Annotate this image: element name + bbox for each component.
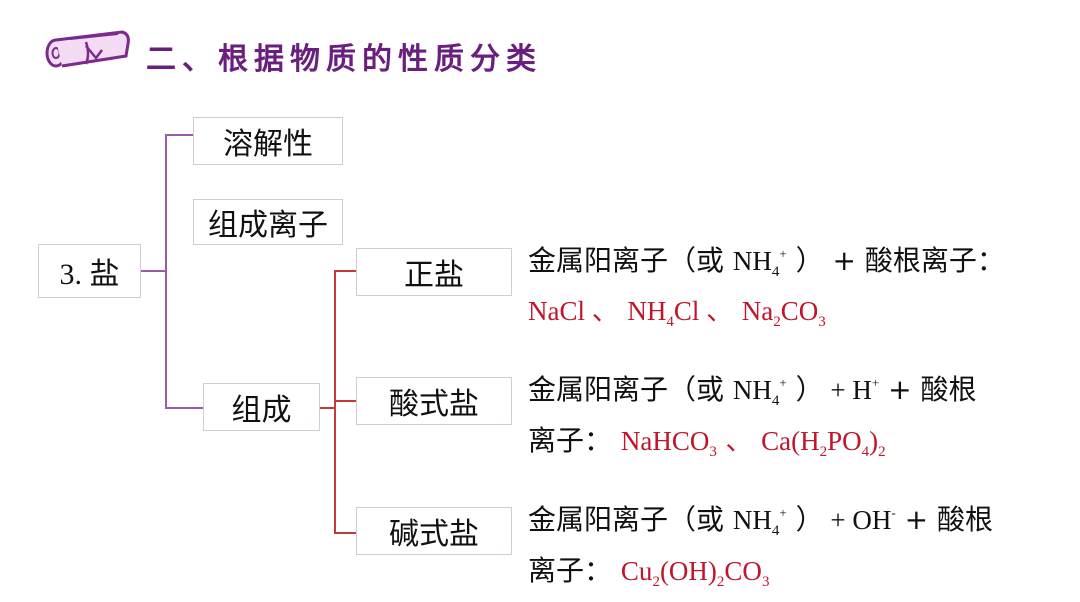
node-basic-salt: 碱式盐 (356, 507, 512, 555)
node-composition-ions: 组成离子 (193, 199, 343, 245)
types-vertical-connector (334, 270, 336, 534)
node-normal-salt: 正盐 (356, 248, 512, 296)
page-title: 二、根据物质的性质分类 (146, 42, 542, 77)
acid-salt-examples: 离子： NaHCO3 、 Ca(H2PO4)2 (528, 424, 886, 460)
level1-vertical-connector (165, 134, 167, 408)
branch-basic-salt-connector (334, 532, 356, 534)
root-connector (141, 270, 167, 272)
normal-salt-definition: 金属阳离子（或 NH4+ ） + 酸根离子： (528, 244, 1005, 280)
basic-salt-examples: 离子： Cu2(OH)2CO3 (528, 554, 770, 590)
branch-acid-salt-connector (334, 400, 356, 402)
composition-to-types-connector (320, 407, 335, 409)
root-node-salt: 3. 盐 (38, 244, 141, 298)
node-acid-salt: 酸式盐 (356, 377, 512, 425)
scroll-icon (45, 30, 130, 68)
basic-salt-definition: 金属阳离子（或 NH4+ ） + OH- + 酸根 (528, 503, 993, 539)
acid-salt-definition: 金属阳离子（或 NH4+ ） + H+ + 酸根 (528, 373, 977, 409)
branch-normal-salt-connector (334, 270, 356, 272)
node-composition: 组成 (203, 383, 320, 431)
branch-solubility-connector (165, 134, 193, 136)
normal-salt-examples: NaCl 、 NH4Cl 、 Na2CO3 (528, 296, 826, 330)
branch-composition-connector (165, 407, 203, 409)
node-solubility: 溶解性 (193, 117, 343, 165)
